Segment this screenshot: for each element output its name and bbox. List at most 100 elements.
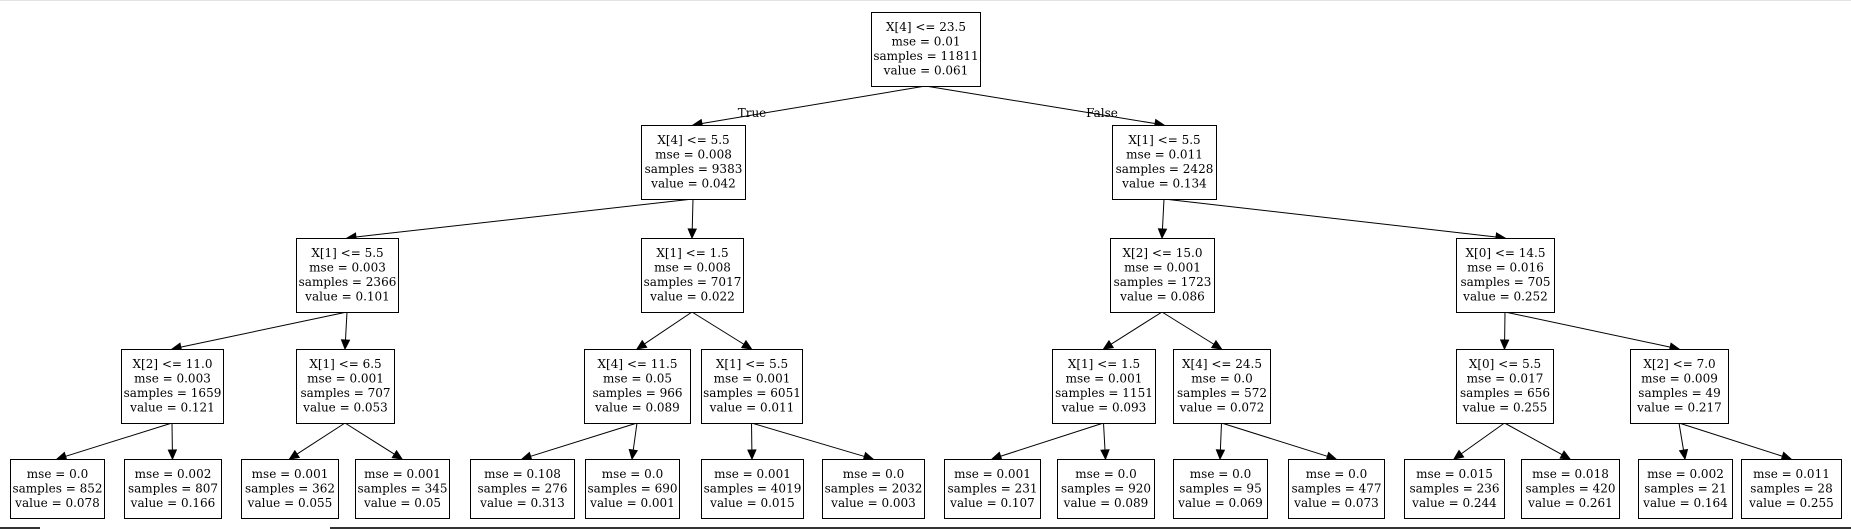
node-text-line: mse = 0.017: [1467, 372, 1544, 386]
node-text-line: samples = 28: [1750, 481, 1832, 495]
node-text-line: samples = 345: [357, 481, 447, 495]
node-text-line: samples = 21: [1644, 481, 1726, 495]
edge-n13-n28: [1504, 422, 1563, 456]
edge-arrowhead-n20: [628, 448, 639, 461]
node-text-line: samples = 2428: [1116, 162, 1214, 176]
node-box: [584, 349, 691, 424]
node-text-line: X[2] <= 7.0: [1643, 357, 1715, 371]
node-text-line: value = 0.255: [1748, 496, 1834, 510]
node-text-line: X[1] <= 1.5: [1068, 357, 1140, 371]
edge-arrowhead-n29: [1678, 448, 1689, 461]
node-text-line: value = 0.101: [304, 290, 390, 304]
edge-arrowhead-n18: [391, 449, 404, 460]
node-text-line: X[0] <= 5.5: [1469, 357, 1541, 371]
edge-arrowhead-n5: [1157, 228, 1168, 240]
node-text-line: mse = 0.009: [1641, 372, 1718, 386]
edge-label-false: False: [1086, 106, 1118, 120]
top-border: [0, 0, 1851, 1]
node-text-line: mse = 0.001: [307, 372, 384, 386]
edge-n4-n9: [644, 311, 693, 345]
node-text-line: samples = 236: [1409, 481, 1499, 495]
node-text-line: X[0] <= 14.5: [1466, 246, 1546, 260]
node-text-line: mse = 0.0: [1191, 372, 1252, 386]
node-text-line: mse = 0.008: [654, 261, 731, 275]
edge-label-true: True: [738, 106, 767, 120]
node-box: [10, 459, 105, 519]
edge-n4-n10: [691, 311, 745, 345]
edge-arrowhead-n10: [740, 339, 753, 350]
edge-n9-n19: [530, 422, 638, 457]
edge-n8-n18: [344, 422, 395, 455]
edge-arrowhead-n19: [520, 451, 533, 461]
node-text-line: samples = 2366: [299, 275, 397, 289]
node-text-line: mse = 0.0: [1190, 467, 1251, 481]
edge-n12-n26: [1221, 422, 1328, 457]
node-box: [296, 349, 395, 424]
node-text-line: mse = 0.0: [602, 467, 663, 481]
node-text-line: mse = 0.008: [655, 148, 732, 162]
node-text-line: mse = 0.001: [1124, 261, 1201, 275]
node-box: [1112, 125, 1217, 200]
node-text-line: value = 0.107: [949, 496, 1035, 510]
node-box: [1456, 238, 1555, 313]
node-text-line: value = 0.313: [479, 496, 565, 510]
node-box: [944, 459, 1041, 519]
node-text-line: samples = 705: [1460, 275, 1550, 289]
edge-n11-n24: [1103, 422, 1106, 451]
edge-arrowhead-n13: [1499, 339, 1510, 351]
node-text-line: samples = 807: [128, 481, 218, 495]
edge-arrowhead-n8: [340, 339, 351, 351]
node-text-line: X[2] <= 11.0: [133, 357, 213, 371]
node-text-line: samples = 49: [1638, 386, 1720, 400]
node-text-line: samples = 572: [1177, 386, 1267, 400]
node-text-line: samples = 852: [12, 481, 102, 495]
node-text-line: mse = 0.001: [714, 372, 791, 386]
node-text-line: mse = 0.002: [135, 467, 212, 481]
node-text-line: value = 0.069: [1177, 496, 1263, 510]
node-text-line: X[4] <= 11.5: [598, 357, 678, 371]
node-box: [1110, 238, 1215, 313]
node-text-line: mse = 0.011: [1753, 467, 1830, 481]
edge-n2-n5: [1161, 198, 1165, 230]
edge-n7-n15: [65, 422, 173, 457]
node-text-line: value = 0.011: [709, 401, 795, 415]
node-text-line: value = 0.261: [1527, 496, 1613, 510]
node-text-line: value = 0.089: [1063, 496, 1149, 510]
node-box: [121, 349, 224, 424]
node-text-line: samples = 690: [587, 481, 677, 495]
node-text-line: mse = 0.001: [714, 467, 791, 481]
node-text-line: X[4] <= 23.5: [886, 20, 966, 34]
node-text-line: value = 0.072: [1179, 401, 1265, 415]
node-text-line: X[1] <= 5.5: [716, 357, 788, 371]
node-text-line: mse = 0.01: [891, 35, 960, 49]
node-box: [701, 459, 804, 519]
node-text-line: samples = 95: [1179, 481, 1261, 495]
node-text-line: value = 0.121: [129, 401, 215, 415]
node-text-line: mse = 0.002: [1647, 467, 1724, 481]
node-text-line: samples = 477: [1291, 481, 1381, 495]
edge-arrowhead-n4: [687, 228, 698, 240]
node-box: [1288, 459, 1385, 519]
edge-n0-n1: [701, 85, 926, 125]
edge-arrowhead-n27: [1452, 449, 1465, 460]
node-text-line: X[4] <= 24.5: [1182, 357, 1262, 371]
